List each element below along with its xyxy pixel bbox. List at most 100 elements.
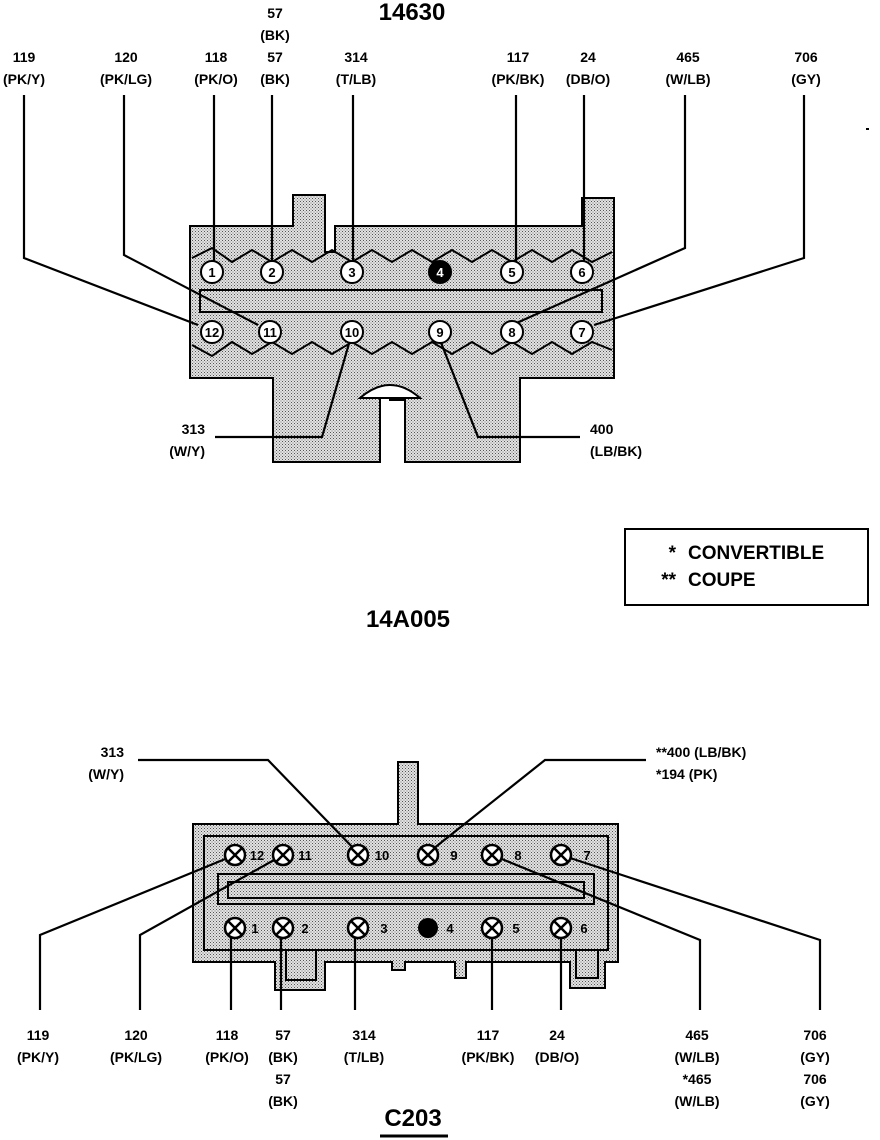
pin-number: 1 bbox=[251, 921, 258, 936]
wires-bottom bbox=[38, 758, 822, 1010]
pin-number: 11 bbox=[263, 325, 277, 340]
wire-label-circuit: 314 bbox=[352, 1027, 376, 1043]
pins-bottom bbox=[223, 843, 573, 940]
wire-label-color: (PK/O) bbox=[194, 71, 238, 87]
pin-number: 5 bbox=[512, 921, 519, 936]
wire-label-color: (PK/Y) bbox=[3, 71, 45, 87]
pin-number: 6 bbox=[578, 265, 585, 280]
wire-label-circuit: 465 bbox=[676, 49, 700, 65]
wire-label-color-alt: (BK) bbox=[260, 71, 290, 87]
wire-label-circuit: 117 bbox=[507, 49, 530, 65]
wire-label-color: (GY) bbox=[800, 1049, 830, 1065]
wire-label-color: (W/LB) bbox=[665, 71, 710, 87]
pin-number: 3 bbox=[380, 921, 387, 936]
pins-top bbox=[200, 260, 594, 344]
pin-x-6 bbox=[549, 916, 573, 940]
wire-label-circuit: 120 bbox=[114, 49, 138, 65]
pin-number: 7 bbox=[578, 325, 585, 340]
contact-rail-top bbox=[199, 289, 603, 313]
wire-label-circuit: 117 bbox=[477, 1027, 500, 1043]
wires-top bbox=[22, 95, 806, 439]
connector-14630: 14630 bbox=[3, 0, 869, 463]
pin-x-11 bbox=[271, 843, 295, 867]
wire-label-circuit: 313 bbox=[101, 744, 125, 760]
wire-label-color: (BK) bbox=[268, 1049, 298, 1065]
pin-numbers-top: 1 2 3 4 5 6 7 8 9 10 11 12 bbox=[205, 265, 586, 340]
pin-x-2 bbox=[271, 916, 295, 940]
pin-number: 10 bbox=[375, 848, 389, 863]
pin-x-12 bbox=[223, 843, 247, 867]
pin-number: 1 bbox=[208, 265, 215, 280]
pin-x-8 bbox=[480, 843, 504, 867]
wire-label-circuit-alt: 57 bbox=[267, 49, 283, 65]
wire-label-color-alt: (W/LB) bbox=[674, 1093, 719, 1109]
wire-label-circuit: 118 bbox=[205, 49, 228, 65]
wire-label-circuit: 313 bbox=[182, 421, 206, 437]
wire-label-circuit: 465 bbox=[685, 1027, 709, 1043]
wire-label-circuit: 119 bbox=[27, 1027, 50, 1043]
legend: * CONVERTIBLE ** COUPE bbox=[624, 528, 869, 606]
pin-number: 5 bbox=[508, 265, 515, 280]
wire-label-circuit: 24 bbox=[549, 1027, 565, 1043]
wire-labels-top: 119 (PK/Y) 120 (PK/LG) 118 (PK/O) 57 (BK… bbox=[3, 5, 821, 459]
pin-x-3 bbox=[346, 916, 370, 940]
wire-label-circuit: 57 bbox=[267, 5, 283, 21]
pin-number: 11 bbox=[298, 848, 312, 863]
pin-number: 2 bbox=[301, 921, 308, 936]
wire-label-color: (LB/BK) bbox=[590, 443, 642, 459]
wire-labels-bottom: 119 (PK/Y) 120 (PK/LG) 118 (PK/O) 57 (BK… bbox=[17, 1027, 830, 1109]
wire-label-color: (PK/BK) bbox=[462, 1049, 515, 1065]
wire-label-color: (PK/O) bbox=[205, 1049, 249, 1065]
pin-number: 2 bbox=[268, 265, 275, 280]
wire-label-color: (T/LB) bbox=[336, 71, 376, 87]
pin-x-9 bbox=[416, 843, 440, 867]
zigzag-lower bbox=[191, 340, 613, 358]
wire-label-line: **400 (LB/BK) bbox=[656, 744, 746, 760]
connector-14a005: 14A005 bbox=[17, 606, 830, 1138]
key-slot bbox=[357, 384, 423, 399]
wire-label-color-alt: (BK) bbox=[268, 1093, 298, 1109]
pin-numbers-bottom: 12 11 10 9 8 7 1 2 3 4 5 6 bbox=[250, 848, 591, 936]
wire-label-circuit: 118 bbox=[216, 1027, 239, 1043]
connector-title-14630: 14630 bbox=[379, 0, 446, 26]
wire-label-color: (T/LB) bbox=[344, 1049, 384, 1065]
legend-label: COUPE bbox=[688, 570, 756, 591]
wire-label-circuit: 57 bbox=[275, 1027, 291, 1043]
wire-label-color: (PK/BK) bbox=[492, 71, 545, 87]
wire-label-color: (W/Y) bbox=[169, 443, 205, 459]
latch-right bbox=[575, 949, 599, 979]
wire-label-color: (DB/O) bbox=[535, 1049, 579, 1065]
pin-x-5 bbox=[480, 916, 504, 940]
wire-label-circuit: 314 bbox=[344, 49, 368, 65]
pin-number: 12 bbox=[250, 848, 264, 863]
legend-mark: * bbox=[669, 543, 677, 564]
wire-label-circuit: 119 bbox=[13, 49, 36, 65]
pin-number: 3 bbox=[348, 265, 355, 280]
wire-label-color-alt: (GY) bbox=[800, 1093, 830, 1109]
connector-id-c203: C203 bbox=[384, 1105, 441, 1132]
wire-label-circuit-alt: 57 bbox=[275, 1071, 291, 1087]
wire-label-circuit-alt: 706 bbox=[803, 1071, 827, 1087]
contact-rail-outer bbox=[217, 873, 595, 905]
wire-labels-bottom-top: 313 (W/Y) **400 (LB/BK) *194 (PK) bbox=[88, 744, 746, 782]
legend-mark: ** bbox=[661, 570, 676, 591]
pin-number: 9 bbox=[450, 848, 457, 863]
legend-box bbox=[624, 528, 869, 606]
wire-label-color: (PK/LG) bbox=[110, 1049, 162, 1065]
wire-label-circuit: 706 bbox=[794, 49, 818, 65]
pin-x-10 bbox=[346, 843, 370, 867]
pin-number: 4 bbox=[446, 921, 454, 936]
connector-body-top bbox=[189, 194, 615, 463]
wire-label-circuit-alt: *465 bbox=[683, 1071, 712, 1087]
wire-label-color: (W/LB) bbox=[674, 1049, 719, 1065]
wire-label-circuit: 120 bbox=[124, 1027, 148, 1043]
zigzag-upper bbox=[191, 246, 613, 264]
pin-number: 8 bbox=[514, 848, 521, 863]
wire-label-color: (PK/LG) bbox=[100, 71, 152, 87]
legend-label: CONVERTIBLE bbox=[688, 543, 824, 564]
wire-label-color: (W/Y) bbox=[88, 766, 124, 782]
pin-number: 6 bbox=[580, 921, 587, 936]
contact-rail-inner bbox=[227, 881, 585, 899]
